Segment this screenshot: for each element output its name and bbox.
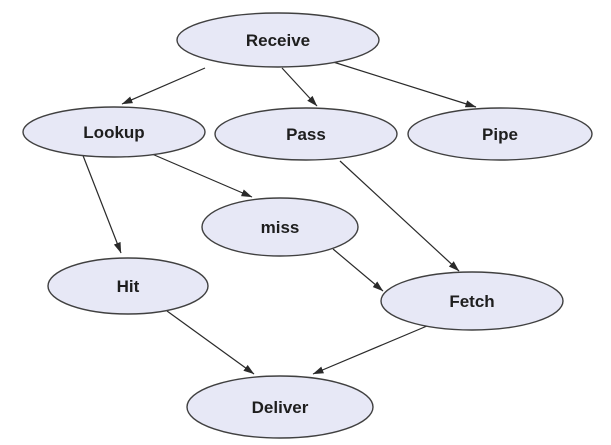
node-fetch: Fetch bbox=[380, 271, 564, 331]
node-lookup: Lookup bbox=[22, 106, 206, 158]
node-deliver-label: Deliver bbox=[252, 398, 309, 417]
edge-receive-pipe bbox=[329, 60, 477, 108]
node-lookup-label: Lookup bbox=[83, 123, 144, 142]
node-fetch-ellipse bbox=[380, 271, 564, 331]
node-receive-label: Receive bbox=[246, 31, 310, 50]
node-miss-ellipse bbox=[201, 197, 359, 257]
edge-receive-pass bbox=[281, 67, 318, 107]
node-pipe: Pipe bbox=[407, 107, 593, 161]
node-hit-ellipse bbox=[47, 257, 209, 315]
node-deliver: Deliver bbox=[186, 375, 374, 439]
node-pass-ellipse bbox=[214, 107, 398, 161]
node-fetch-label: Fetch bbox=[449, 292, 494, 311]
edge-fetch-deliver bbox=[312, 325, 428, 375]
edge-pass-fetch bbox=[339, 160, 460, 272]
node-pipe-ellipse bbox=[407, 107, 593, 161]
node-hit: Hit bbox=[47, 257, 209, 315]
edge-receive-lookup bbox=[121, 67, 206, 105]
node-deliver-ellipse bbox=[186, 375, 374, 439]
node-receive-ellipse bbox=[176, 12, 380, 68]
edge-lookup-hit bbox=[81, 152, 122, 254]
node-miss-label: miss bbox=[261, 218, 300, 237]
node-receive: Receive bbox=[176, 12, 380, 68]
node-miss: miss bbox=[201, 197, 359, 257]
node-lookup-ellipse bbox=[22, 106, 206, 158]
node-pipe-label: Pipe bbox=[482, 125, 518, 144]
edge-miss-fetch bbox=[332, 248, 384, 292]
edge-lookup-miss bbox=[151, 153, 253, 198]
node-pass-label: Pass bbox=[286, 125, 326, 144]
edge-hit-deliver bbox=[166, 310, 255, 375]
node-pass: Pass bbox=[214, 107, 398, 161]
node-hit-label: Hit bbox=[117, 277, 140, 296]
